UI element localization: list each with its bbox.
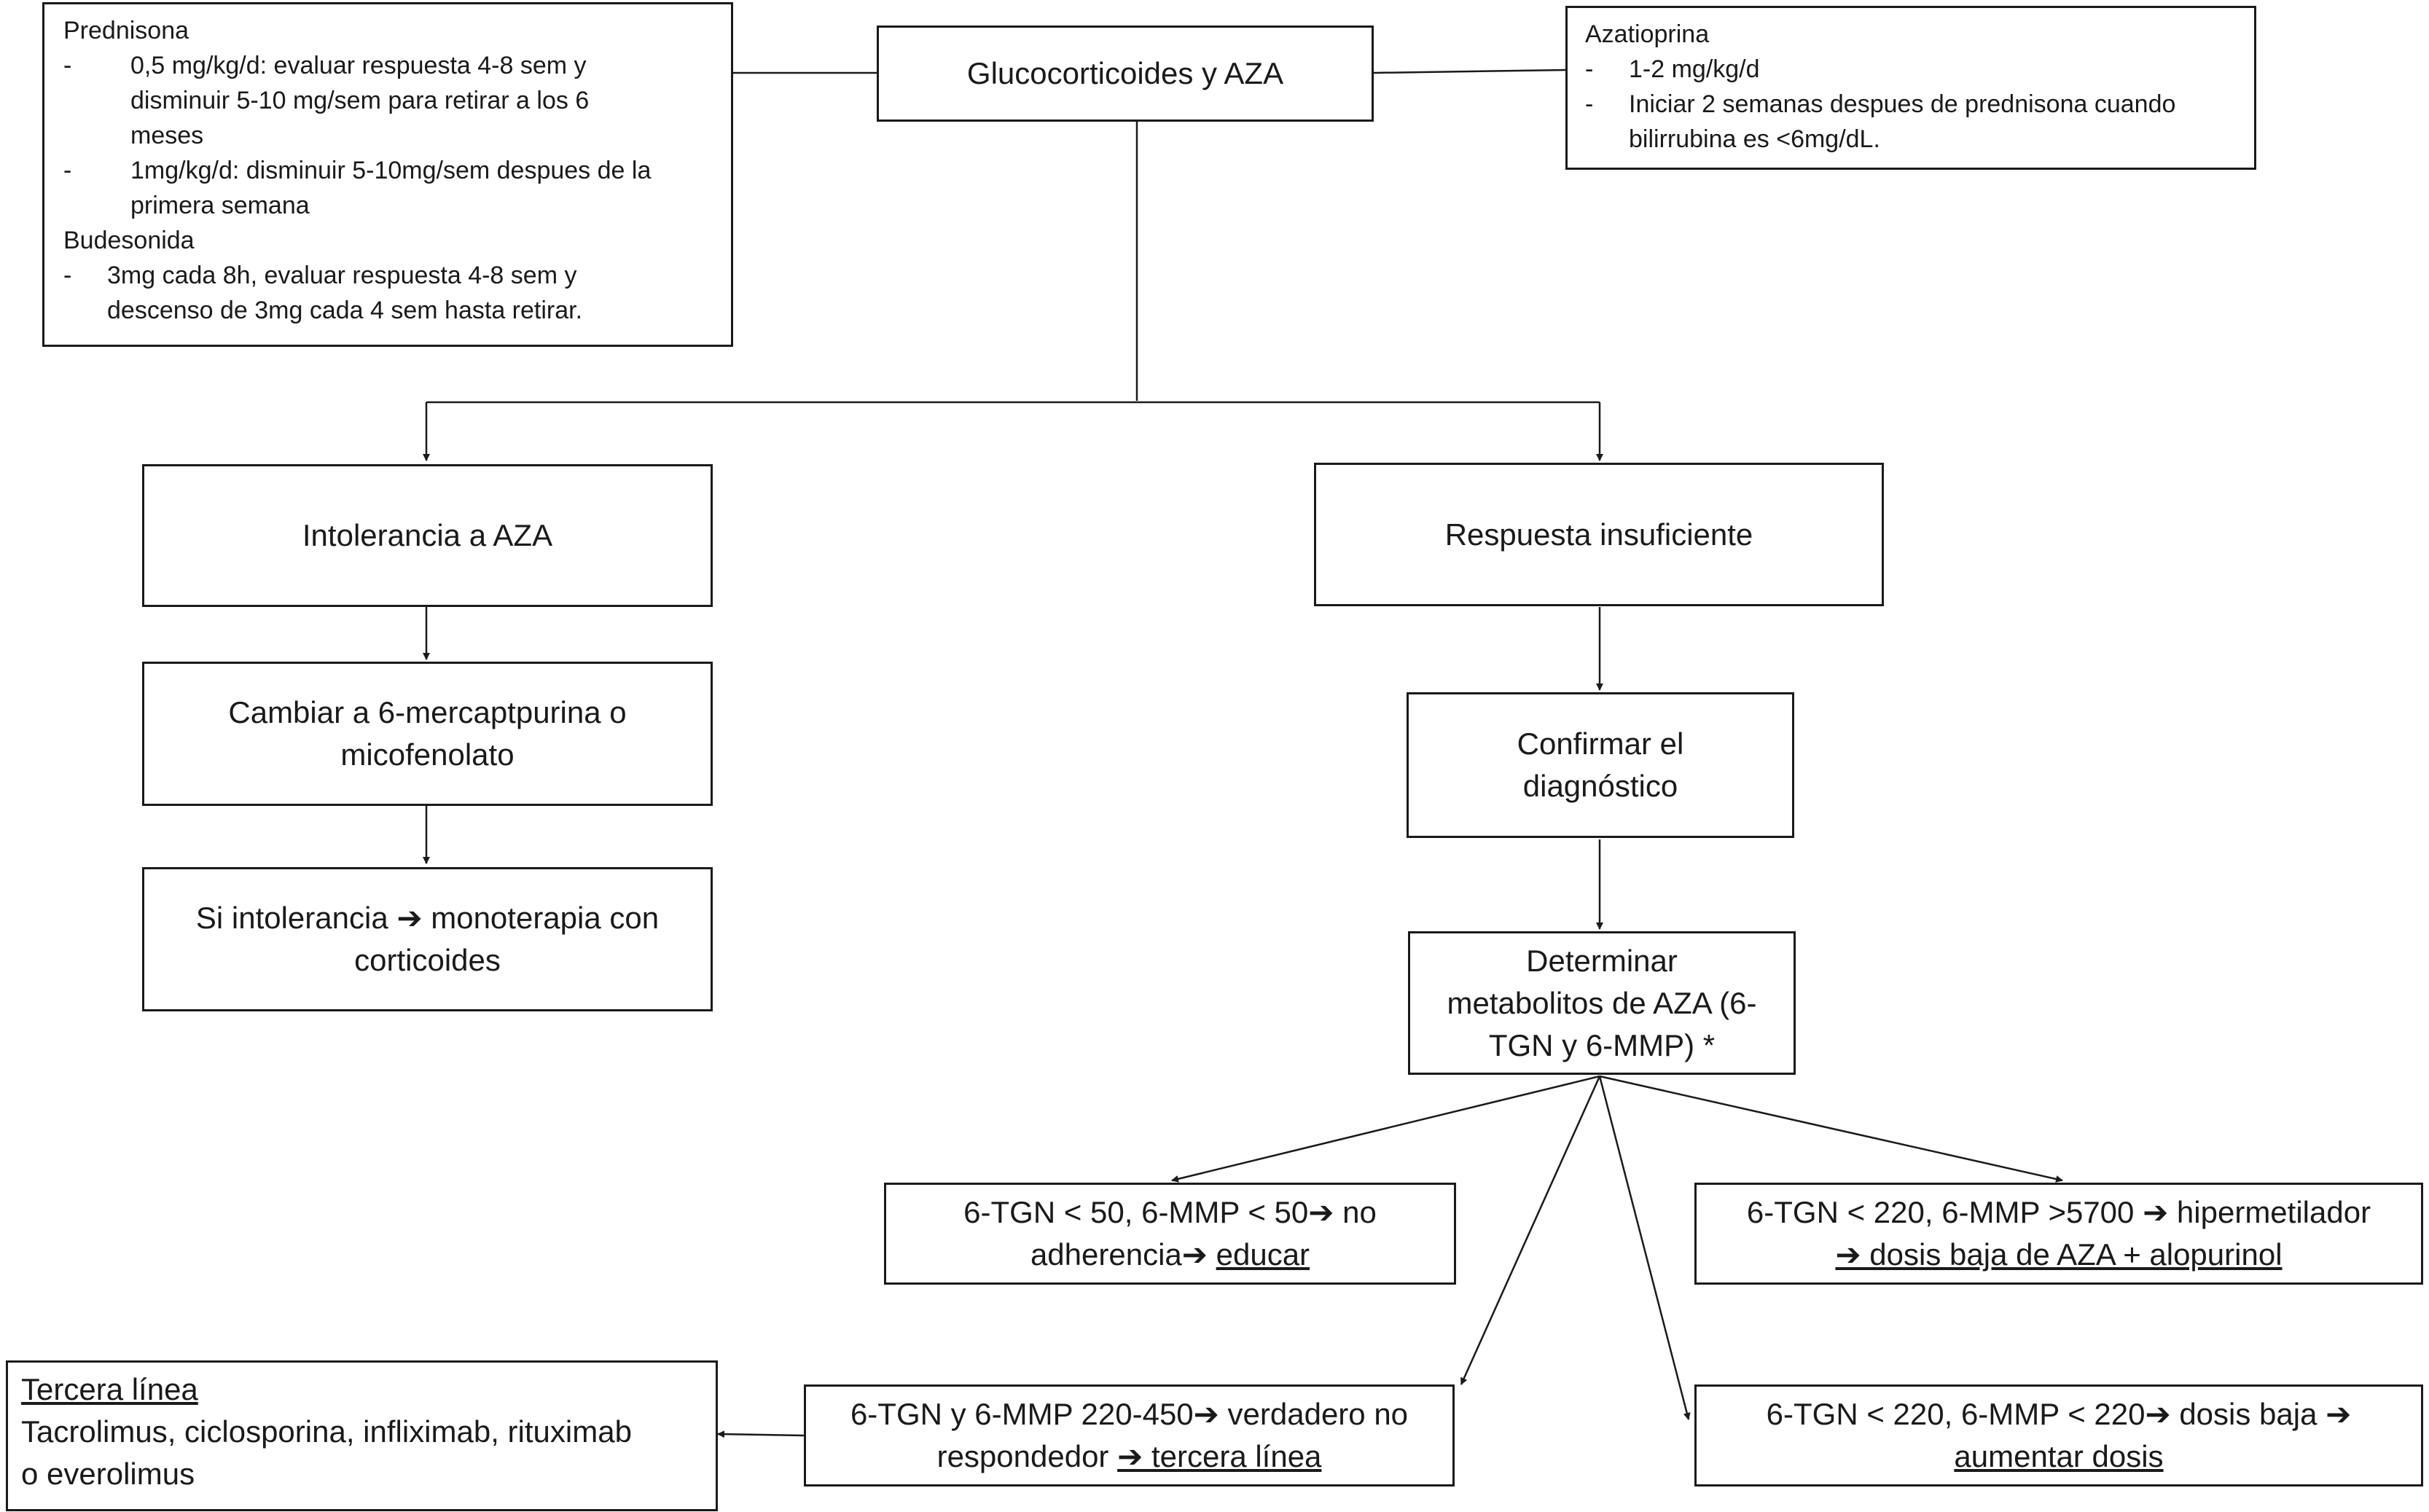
- prednisona-title: Prednisona: [63, 17, 189, 44]
- dosis-baja-node: 6-TGN < 220, 6-MMP < 220➔ dosis baja ➔ a…: [1694, 1384, 2423, 1486]
- verdadero-node: 6-TGN y 6-MMP 220-450➔ verdadero no resp…: [804, 1384, 1455, 1486]
- cambiar-node: Cambiar a 6-mercaptpurina o micofenolato: [142, 662, 713, 806]
- arrow-to-no-adherencia: [1171, 1075, 1600, 1183]
- hipermetilador-node: 6-TGN < 220, 6-MMP >5700 ➔ hipermetilado…: [1694, 1183, 2423, 1285]
- list-item: - 0,5 mg/kg/d: evaluar respuesta 4-8 sem…: [63, 52, 590, 149]
- confirmar-node: Confirmar el diagnóstico: [1407, 692, 1794, 838]
- arrow-to-tercera: [717, 1430, 805, 1438]
- tercera-linea-node: Tercera línea Tacrolimus, ciclosporina, …: [6, 1360, 718, 1511]
- list-item: - Iniciar 2 semanas despues de prednison…: [1585, 90, 2176, 153]
- edge-root-azatioprina: [1373, 68, 1568, 74]
- azatioprina-box: Azatioprina - 1-2 mg/kg/d - Iniciar 2 se…: [1565, 6, 2256, 170]
- determinar-node: Determinar metabolitos de AZA (6- TGN y …: [1408, 931, 1796, 1075]
- root-node: Glucocorticoides y AZA: [877, 26, 1374, 122]
- budesonida-title: Budesonida: [63, 227, 195, 254]
- arrow-to-verdadero: [1460, 1076, 1601, 1385]
- list-item: - 1-2 mg/kg/d: [1585, 55, 1760, 83]
- tercera-linea-title: Tercera línea: [21, 1372, 198, 1406]
- intolerancia-node: Intolerancia a AZA: [142, 464, 713, 607]
- list-item: - 1mg/kg/d: disminuir 5-10mg/sem despues…: [63, 157, 652, 219]
- si-intolerancia-node: Si intolerancia ➔ monoterapia con cortic…: [142, 867, 713, 1011]
- arrow-to-dosis-baja: [1598, 1076, 1691, 1420]
- respuesta-node: Respuesta insuficiente: [1314, 463, 1884, 606]
- no-adherencia-node: 6-TGN < 50, 6-MMP < 50➔ no adherencia➔ e…: [884, 1183, 1456, 1285]
- azatioprina-title: Azatioprina: [1585, 20, 1710, 48]
- list-item: - 3mg cada 8h, evaluar respuesta 4-8 sem…: [63, 262, 583, 324]
- prednisona-box: Prednisona - 0,5 mg/kg/d: evaluar respue…: [42, 2, 733, 347]
- arrow-to-hipermetilador: [1599, 1075, 2063, 1183]
- arrow-icon: ➔: [396, 901, 423, 935]
